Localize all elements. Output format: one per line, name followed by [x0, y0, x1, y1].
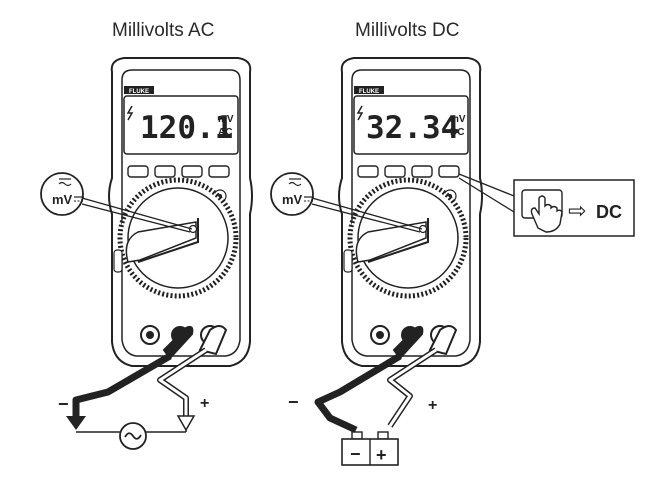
right-lead-positive: +	[428, 397, 437, 414]
left-meter: FLUKE 120.1 mV AC	[108, 57, 253, 367]
left-terminal-a	[140, 325, 160, 345]
right-lcd-reading: 32.34	[366, 110, 459, 146]
battery-negative-label: −	[350, 444, 361, 464]
left-function-button-1[interactable]	[127, 165, 149, 178]
right-side-clip	[343, 249, 353, 273]
left-meter-title: Millivolts AC	[112, 20, 215, 41]
left-lead-negative: −	[58, 394, 69, 414]
right-function-button-1[interactable]	[357, 165, 379, 178]
lightning-icon	[126, 105, 134, 121]
right-lcd	[353, 95, 469, 155]
left-lead-positive: +	[200, 395, 209, 412]
right-meter-title: Millivolts DC	[355, 20, 460, 41]
right-dial-label: mV	[282, 192, 303, 207]
right-terminal-a	[370, 325, 390, 345]
battery-positive-label: +	[376, 445, 387, 465]
dc-callout-label: DC	[596, 202, 622, 222]
left-dial-label: mV	[52, 192, 73, 207]
left-function-button-2[interactable]	[154, 165, 176, 178]
left-red-probe	[157, 325, 228, 432]
left-black-probe	[66, 325, 194, 430]
ac-source-icon	[119, 422, 147, 450]
dc-callout-arrow: ⇨	[568, 199, 586, 224]
right-lead-negative: −	[288, 392, 299, 412]
right-lcd-unit-bottom: DC	[450, 127, 464, 138]
battery-icon	[341, 431, 399, 466]
left-dial-callout: mV	[40, 172, 193, 233]
left-brand-label: FLUKE	[129, 89, 149, 95]
lightning-icon	[356, 105, 364, 121]
left-function-button-3[interactable]	[181, 165, 203, 178]
left-lcd-unit-bottom: AC	[218, 127, 232, 138]
left-lcd-reading: 120.1	[140, 110, 233, 146]
right-red-probe	[387, 325, 458, 428]
left-rotary-dial[interactable]	[117, 177, 239, 299]
right-rotary-dial[interactable]	[347, 177, 469, 299]
right-function-button-3[interactable]	[411, 165, 433, 178]
right-black-probe	[314, 325, 424, 434]
right-dial-callout: mV	[270, 172, 423, 233]
left-function-button-4[interactable]	[208, 165, 230, 178]
right-function-button-4[interactable]	[438, 165, 460, 178]
right-brand-label: FLUKE	[359, 89, 379, 95]
left-lcd	[123, 95, 239, 155]
pointing-hand-icon	[521, 189, 563, 233]
right-lcd-unit-top: mV	[450, 114, 466, 125]
left-brand-tag	[124, 86, 154, 94]
left-side-clip	[113, 249, 123, 273]
right-brand-tag	[354, 86, 384, 94]
right-function-button-2[interactable]	[384, 165, 406, 178]
left-lcd-unit-top: mV	[218, 114, 234, 125]
left-circuit	[76, 422, 187, 450]
dc-button-callout: ⇨ DC	[458, 173, 635, 237]
